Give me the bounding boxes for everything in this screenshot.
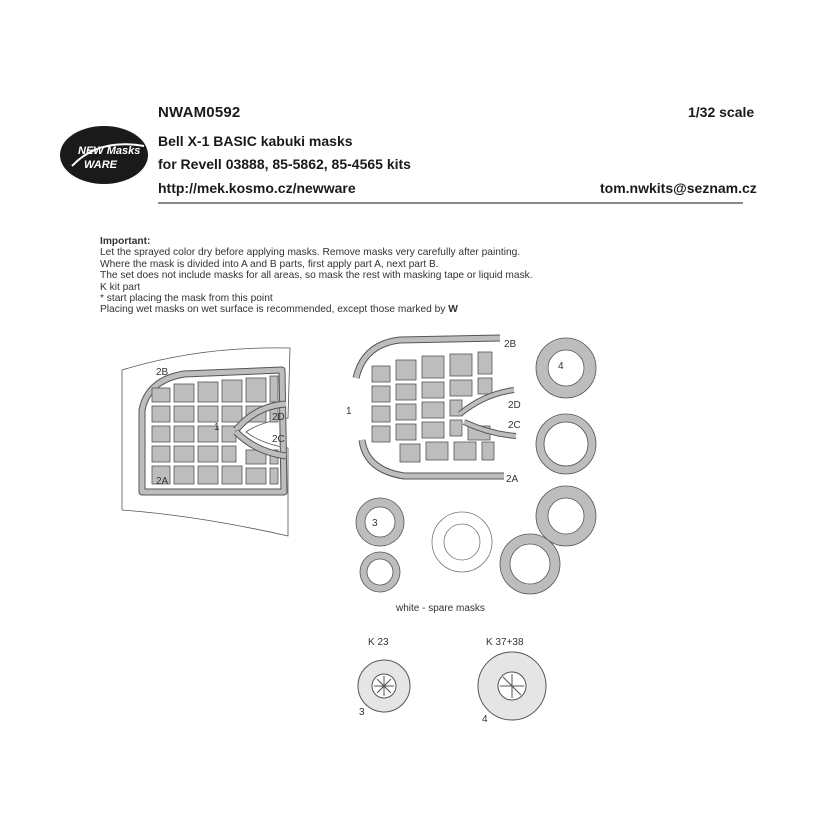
kit-wheel-small bbox=[357, 659, 411, 713]
spare-ring-small bbox=[359, 551, 401, 593]
note-line: * start placing the mask from this point bbox=[100, 293, 273, 305]
kit-part-number-large: 4 bbox=[482, 714, 488, 725]
note-line: Where the mask is divided into A and B p… bbox=[100, 258, 439, 270]
spare-caption: white - spare masks bbox=[396, 603, 485, 614]
label-2b-right: 2B bbox=[504, 339, 517, 350]
label-2a-right: 2A bbox=[506, 474, 519, 485]
label-2a: 2A bbox=[156, 476, 169, 487]
wheel-ring-3 bbox=[355, 497, 405, 547]
canopy-left-drawing: 2B 1 2D 2C 2A bbox=[121, 347, 291, 537]
note-line: Let the sprayed color dry before applyin… bbox=[100, 247, 521, 259]
email-address: tom.nwkits@seznam.cz bbox=[600, 180, 757, 196]
logo-text-bottom: WARE bbox=[84, 159, 118, 171]
wheel-masks: 4 3 bbox=[355, 337, 597, 595]
notes-heading: Important: bbox=[100, 236, 151, 247]
canopy-right-drawing: 2B 1 2D 2C 2A bbox=[346, 334, 521, 485]
note-line-wet: Placing wet masks on wet surface is reco… bbox=[100, 304, 458, 316]
spare-ring-gray bbox=[499, 533, 561, 595]
wheel-label-3: 3 bbox=[372, 518, 378, 529]
wheel-label-4: 4 bbox=[558, 361, 564, 372]
title-line-2: for Revell 03888, 85-5862, 85-4565 kits bbox=[158, 156, 411, 172]
label-2c: 2C bbox=[272, 434, 285, 445]
loose-panels bbox=[371, 351, 495, 463]
title-line-1: Bell X-1 BASIC kabuki masks bbox=[158, 133, 353, 149]
note-line: K kit part bbox=[100, 281, 141, 293]
note-line: The set does not include masks for all a… bbox=[100, 270, 533, 282]
kit-wheel-large bbox=[477, 651, 547, 721]
website-url: http://mek.kosmo.cz/newware bbox=[158, 180, 356, 196]
label-2d-right: 2D bbox=[508, 400, 521, 411]
instructions-block: Important: Let the sprayed color dry bef… bbox=[100, 236, 533, 316]
kit-part-label-small: K 23 bbox=[368, 637, 389, 648]
label-1: 1 bbox=[214, 422, 220, 433]
w-mark: W bbox=[448, 304, 458, 316]
label-1-right: 1 bbox=[346, 406, 352, 417]
label-2b: 2B bbox=[156, 367, 169, 378]
label-2d: 2D bbox=[272, 412, 285, 423]
header-divider bbox=[158, 202, 743, 204]
scale-label: 1/32 scale bbox=[688, 104, 755, 120]
kit-part-number-small: 3 bbox=[359, 707, 365, 718]
product-code: NWAM0592 bbox=[158, 104, 241, 121]
spare-ring-large bbox=[431, 511, 493, 573]
newware-logo: NEW Masks WARE bbox=[60, 126, 148, 184]
kit-part-label-large: K 37+38 bbox=[486, 637, 524, 648]
logo-text-top: NEW Masks bbox=[78, 145, 140, 157]
wheel-ring-mid-2 bbox=[535, 485, 597, 547]
wheel-ring-mid-1 bbox=[535, 413, 597, 475]
canopy-panels bbox=[151, 375, 279, 485]
kit-wheels-drawing bbox=[357, 651, 547, 721]
label-2c-right: 2C bbox=[508, 420, 521, 431]
wheel-ring-4-top bbox=[535, 337, 597, 399]
